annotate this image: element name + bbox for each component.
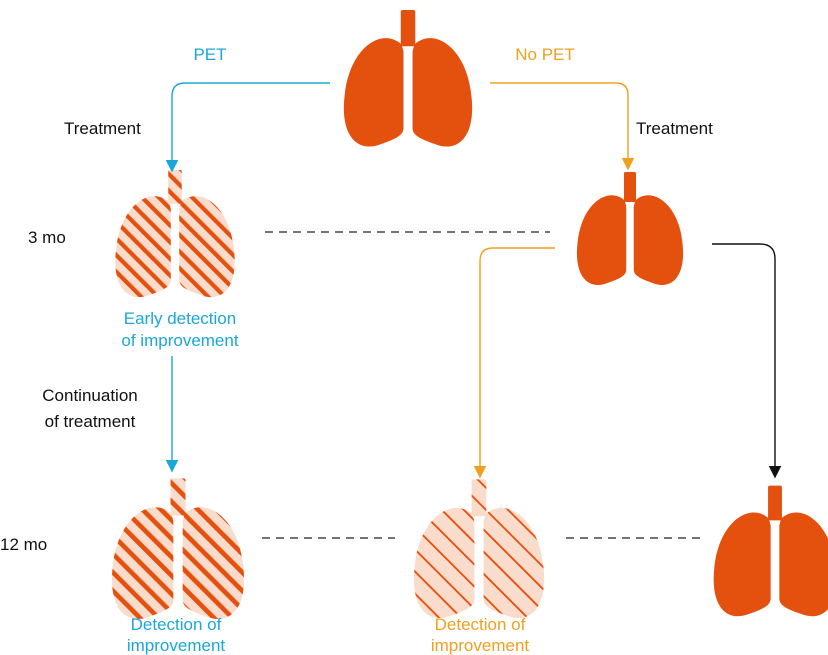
lung-3mo-pet-striped	[115, 170, 234, 297]
arrow-pet-to-3mo	[172, 83, 330, 170]
label-continuation-1: Continuation	[42, 386, 137, 405]
label-treatment-right: Treatment	[636, 119, 713, 138]
label-pet: PET	[193, 45, 226, 64]
arrow-nopet-to-3mo	[490, 83, 628, 168]
label-detection-left-1: Detection of	[131, 615, 222, 634]
label-detection-mid-1: Detection of	[435, 615, 526, 634]
arrow-3mo-to-12mo-detection	[480, 248, 555, 476]
lung-12mo-untreated-solid	[714, 486, 828, 617]
label-early-detection-1: Early detection	[124, 309, 236, 328]
label-treatment-left: Treatment	[64, 119, 141, 138]
lung-top-solid	[344, 10, 472, 147]
label-detection-left-2: improvement	[127, 636, 226, 655]
label-no-pet: No PET	[515, 45, 575, 64]
lung-12mo-pet-striped	[112, 478, 244, 619]
label-detection-mid-2: improvement	[431, 636, 530, 655]
arrow-3mo-to-12mo-untreated	[712, 244, 775, 476]
lung-3mo-nopet-solid	[577, 172, 683, 285]
label-early-detection-2: of improvement	[121, 331, 238, 350]
label-12mo: 12 mo	[0, 535, 47, 554]
lung-12mo-nopet-striped	[414, 479, 544, 618]
label-continuation-2: of treatment	[45, 412, 136, 431]
label-3mo: 3 mo	[28, 228, 66, 247]
